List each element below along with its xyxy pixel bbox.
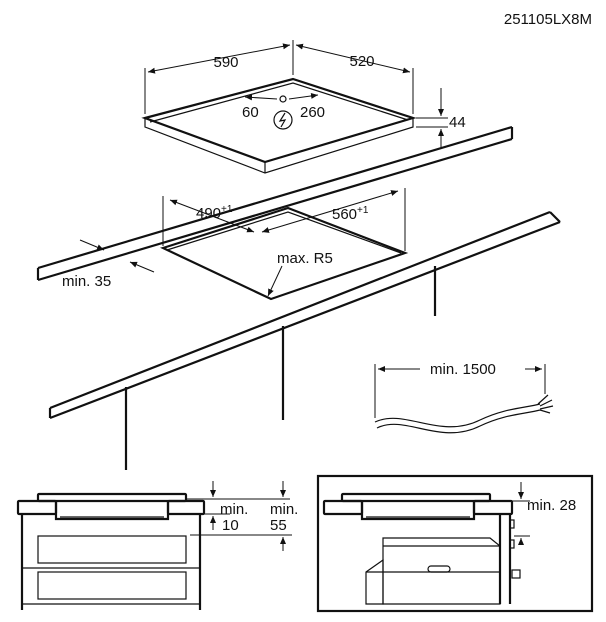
dim-560-line <box>261 190 399 233</box>
dim-590-label: 590 <box>213 54 238 71</box>
cable-wire-ends <box>537 394 554 414</box>
dim-590-line <box>147 43 291 74</box>
right-hob-body <box>360 501 476 521</box>
cable-length-label: min. 1500 <box>430 361 496 378</box>
right-knob-top <box>509 519 515 529</box>
front-margin-dimension <box>79 239 155 273</box>
left-worktop-right <box>166 499 206 516</box>
dim-520-line <box>295 43 411 74</box>
product-code: 251105LX8M <box>504 11 592 28</box>
left-gap-drawer-label: min. <box>270 501 298 518</box>
oven-body <box>382 537 501 605</box>
right-section-drawing <box>316 474 594 613</box>
cable-line <box>374 403 541 428</box>
oven-handle <box>427 565 451 573</box>
dim-60-label: 60 <box>242 104 259 121</box>
oven-door-side <box>365 558 384 605</box>
right-knob-mid <box>509 539 515 549</box>
hob-height-dimension <box>416 88 448 148</box>
dim-520-label: 520 <box>349 53 374 70</box>
hob-top-dimensions <box>144 40 414 114</box>
right-hob-top <box>340 492 492 503</box>
right-knob-bottom <box>511 569 521 579</box>
radius-pointer <box>267 265 283 297</box>
dim-560-label: 560+1 <box>332 205 369 223</box>
dim-44-label: 44 <box>449 114 466 131</box>
left-gap-top-value: 10 <box>222 517 239 534</box>
right-gap-label: min. 28 <box>527 497 576 514</box>
hob-drawing <box>141 77 417 174</box>
hob-top-surface <box>141 77 417 164</box>
left-gap-drawer-value: 55 <box>270 517 287 534</box>
dim-490-line <box>169 199 255 233</box>
left-hob-top <box>36 492 188 503</box>
left-hob-body <box>54 501 170 521</box>
electric-icon <box>273 110 293 130</box>
right-worktop-right <box>472 499 514 516</box>
right-worktop-left <box>322 499 364 516</box>
dim-260-line <box>288 92 319 100</box>
front-margin-label: min. 35 <box>62 273 111 290</box>
left-worktop-left <box>16 499 58 516</box>
left-gap-top-label: min. <box>220 501 248 518</box>
hob-inner-edge <box>149 82 409 123</box>
hob-side <box>144 118 414 174</box>
radius-label: max. R5 <box>277 250 333 267</box>
left-section-drawing <box>16 481 292 610</box>
left-drawer-1 <box>37 535 187 564</box>
cutout-drawing <box>160 188 409 301</box>
right-section-frame <box>316 474 594 613</box>
worktop-back-edge <box>37 125 513 270</box>
dim-490-label: 490+1 <box>196 204 233 222</box>
cable-drawing <box>374 364 554 434</box>
left-drawer-2 <box>37 571 187 600</box>
dim-260-label: 260 <box>300 104 325 121</box>
connection-point <box>279 95 287 103</box>
worktop-front-edge <box>49 210 551 410</box>
dim-60-line <box>244 94 278 101</box>
